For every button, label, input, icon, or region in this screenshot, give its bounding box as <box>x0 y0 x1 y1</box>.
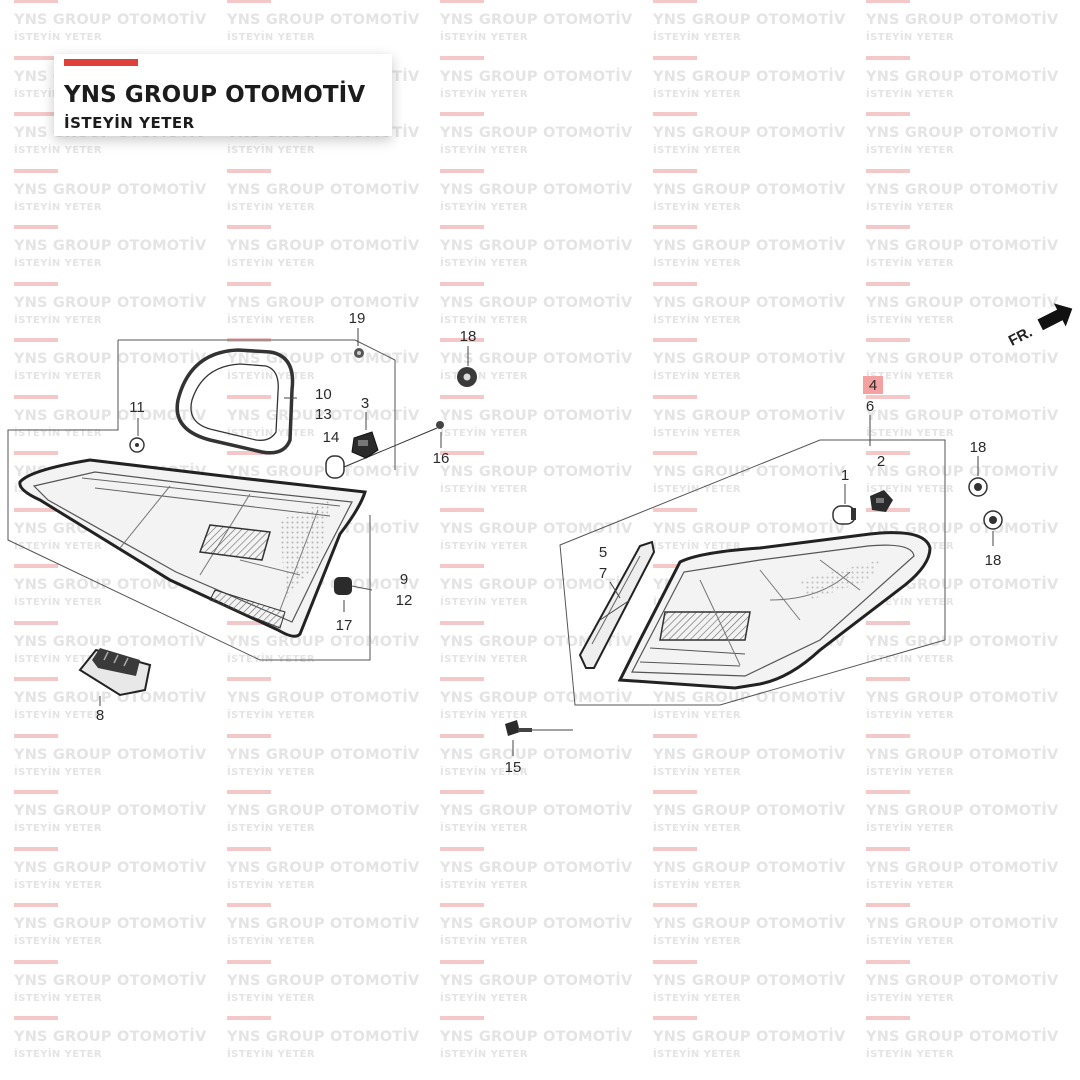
part-label-13: 13 <box>315 406 332 423</box>
part-label-6: 6 <box>866 398 874 415</box>
part-label-18-right-lower: 18 <box>985 552 1002 569</box>
left-group-outline <box>7 339 371 661</box>
bulb-part-14 <box>325 427 438 479</box>
part-label-16: 16 <box>433 450 450 467</box>
part-label-17: 17 <box>336 617 353 634</box>
seal-part-5-7 <box>578 540 656 669</box>
brand-accent-bar <box>64 59 138 66</box>
nut-part-19 <box>354 348 364 358</box>
bulb-part-1 <box>832 505 856 525</box>
part-label-15: 15 <box>505 759 522 776</box>
part-label-19: 19 <box>349 310 366 327</box>
part-label-11: 11 <box>129 399 145 416</box>
highlighted-part-marker <box>863 376 883 394</box>
screw-part-16 <box>436 421 444 429</box>
brand-title: YNS GROUP OTOMOTİV <box>64 82 366 108</box>
part-label-7: 7 <box>599 565 607 582</box>
bolt-part-15 <box>505 720 573 736</box>
brand-tagline: İSTEYİN YETER <box>64 114 195 132</box>
part-label-2: 2 <box>877 453 885 470</box>
part-label-12: 12 <box>396 592 413 609</box>
grommet-part-18-top <box>457 367 477 387</box>
part-label-5: 5 <box>599 544 607 561</box>
part-label-9: 9 <box>400 571 408 588</box>
connector-part-8 <box>78 648 152 697</box>
part-label-18-top: 18 <box>460 328 477 345</box>
gasket-part-10-13 <box>175 348 295 455</box>
front-direction-arrow: FR. <box>1006 303 1073 350</box>
part-label-14: 14 <box>323 429 340 446</box>
brand-logo-card: YNS GROUP OTOMOTİV İSTEYİN YETER <box>54 54 392 136</box>
clip-part-17 <box>334 577 373 595</box>
part-label-4-highlighted: 4 <box>869 377 877 394</box>
inner-tail-lamp-left <box>18 458 367 638</box>
part-label-3: 3 <box>361 395 369 412</box>
front-direction-label: FR. <box>1006 324 1035 350</box>
socket-part-3 <box>351 431 379 459</box>
part-label-18-right-upper: 18 <box>970 439 987 456</box>
clip-part-11 <box>129 437 145 453</box>
outer-tail-lamp-right <box>617 531 932 690</box>
right-group-outline <box>559 439 946 706</box>
part-label-10: 10 <box>315 386 332 403</box>
grommet-part-18-right-upper <box>968 477 988 497</box>
part-label-8: 8 <box>96 707 104 724</box>
grommet-part-18-right-lower <box>983 510 1003 530</box>
part-label-1: 1 <box>841 467 849 484</box>
socket-part-2 <box>870 490 893 512</box>
